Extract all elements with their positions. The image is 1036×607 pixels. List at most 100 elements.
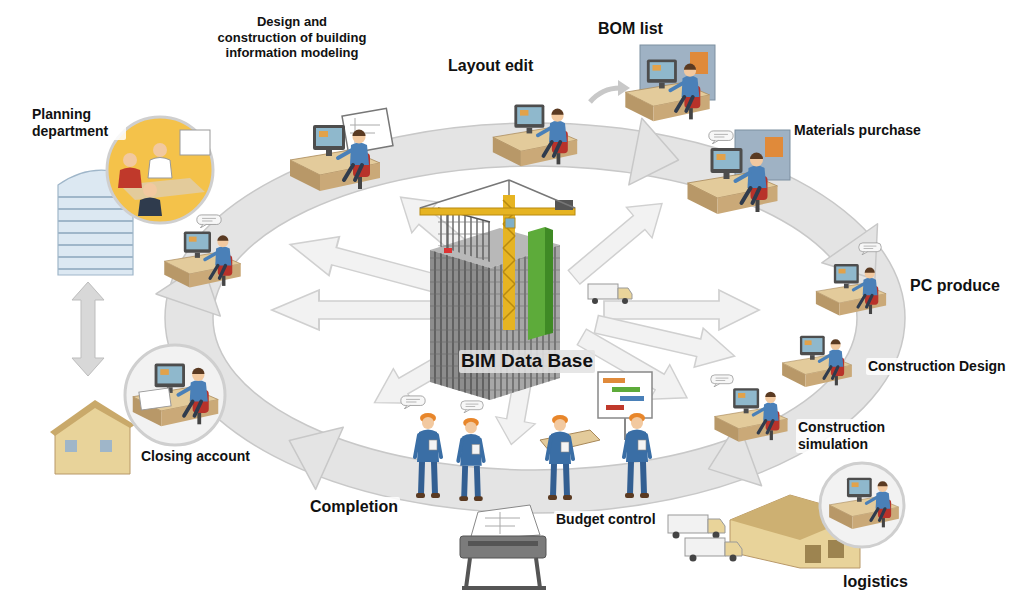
pc-produce-workstation — [816, 264, 886, 315]
logistics-vignette — [820, 463, 904, 547]
station-label: Design and construction of building info… — [214, 14, 370, 61]
station-label: PC produce — [908, 276, 1002, 295]
building-under-construction — [444, 248, 452, 253]
delivery-truck — [618, 288, 632, 299]
site-workers — [458, 418, 483, 501]
site-workers — [547, 415, 573, 500]
logistics-vignette — [668, 463, 904, 568]
logistics-vignette — [708, 519, 725, 533]
delivery-truck — [622, 298, 628, 304]
site-workers — [401, 396, 425, 409]
logistics-vignette — [805, 545, 821, 563]
closing-account-vignette — [50, 400, 135, 436]
logistics-vignette — [673, 532, 680, 539]
building-under-construction — [528, 227, 545, 340]
closing-account-vignette — [133, 364, 219, 427]
site-workers — [598, 372, 652, 418]
delivery-truck — [588, 284, 632, 304]
radial-arrows — [272, 290, 454, 330]
building-under-construction — [447, 215, 448, 248]
purchase-workstation — [765, 137, 783, 157]
station-label: BIM Data Base — [459, 350, 595, 373]
building-under-construction — [545, 227, 553, 335]
station-label: Closing account — [139, 448, 252, 465]
radial-arrows — [272, 182, 760, 448]
meeting-vignette — [118, 168, 142, 189]
plotter — [462, 586, 546, 590]
plotter — [460, 536, 546, 558]
station-label: Construction simulation — [796, 419, 904, 453]
building-under-construction — [430, 250, 490, 400]
logistics-vignette — [829, 478, 899, 529]
two-way-arrow — [72, 282, 104, 376]
construction-simulation-workstation — [714, 388, 787, 442]
delivery-truck — [592, 298, 598, 304]
site-workers — [606, 405, 624, 410]
purchase-workstation — [688, 130, 791, 214]
logistics-vignette — [690, 555, 697, 562]
design-workstation — [290, 108, 393, 191]
site-workers — [624, 413, 650, 498]
workflow-ring — [629, 118, 685, 193]
planner-workstation — [197, 215, 221, 228]
building-under-construction — [555, 200, 573, 210]
building-under-construction — [430, 250, 490, 400]
station-label: Materials purchase — [792, 122, 923, 139]
building-under-construction — [420, 180, 575, 208]
logistics-vignette — [713, 532, 720, 539]
workflow-ring — [156, 118, 905, 513]
bom-workstation — [625, 59, 709, 121]
layout-workstation — [493, 104, 577, 166]
purchase-workstation — [709, 131, 733, 144]
planner-workstation — [164, 215, 241, 288]
site-workers — [603, 378, 625, 383]
building-under-construction — [505, 218, 515, 228]
layout-workstation — [590, 88, 620, 102]
two-way-arrow — [72, 282, 104, 376]
meeting-vignette — [123, 153, 137, 167]
design-workstation — [342, 108, 393, 153]
site-workers — [461, 401, 483, 413]
logistics-vignette — [730, 555, 737, 562]
plotter — [485, 512, 520, 534]
logistics-vignette — [725, 542, 742, 556]
site-workers — [612, 387, 640, 392]
logistics-vignette — [685, 538, 725, 556]
plotter — [468, 541, 538, 546]
bom-workstation — [625, 45, 715, 121]
site-workers — [620, 396, 644, 401]
site-workers — [415, 413, 441, 498]
closing-account-vignette — [65, 440, 77, 452]
workflow-ring — [165, 123, 905, 513]
building-under-construction — [503, 200, 515, 320]
plotter — [470, 505, 540, 540]
closing-account-vignette — [125, 345, 225, 445]
radial-arrows — [561, 188, 675, 292]
delivery-truck — [588, 284, 618, 299]
radial-arrows — [592, 305, 739, 376]
closing-account-vignette — [139, 388, 171, 410]
meeting-vignette — [143, 183, 157, 197]
planner-workstation — [164, 232, 241, 288]
design-workstation — [290, 125, 380, 191]
station-label: Construction Design — [866, 358, 1008, 375]
station-label: Layout edit — [446, 56, 535, 75]
meeting-vignette — [138, 198, 162, 217]
meeting-vignette — [148, 158, 172, 179]
meeting-vignette — [153, 143, 167, 157]
station-label: Completion — [308, 497, 400, 516]
plotter — [466, 558, 540, 588]
building-under-construction — [438, 208, 490, 262]
workflow-ring — [275, 409, 343, 489]
closing-account-vignette — [100, 440, 112, 452]
building-under-construction — [420, 208, 575, 215]
purchase-workstation — [688, 148, 778, 214]
layout-workstation — [493, 80, 630, 166]
plotter — [460, 505, 546, 590]
construction-simulation-workstation — [711, 375, 788, 442]
construction-design-workstation — [782, 336, 852, 387]
station-label: logistics — [841, 572, 910, 591]
